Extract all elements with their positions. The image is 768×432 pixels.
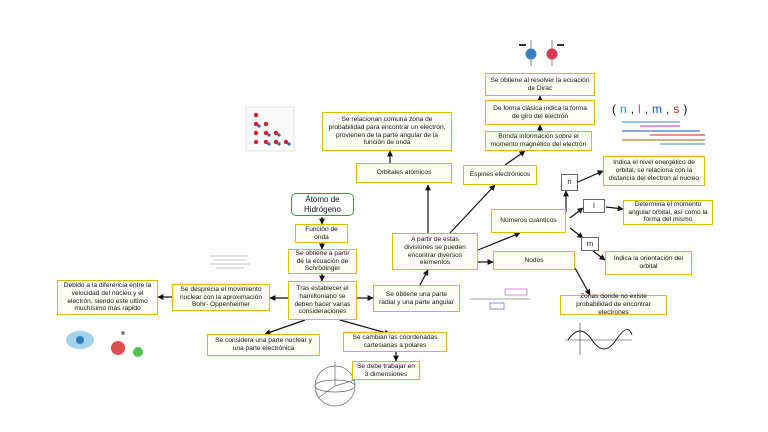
node-brinda: Brinda información sobre el momento magn… bbox=[485, 131, 592, 151]
radial-angular-equation-image bbox=[470, 288, 530, 310]
quantum-paren-close: ) bbox=[683, 102, 688, 116]
quantum-sep-2: , bbox=[644, 102, 649, 116]
arrow-divisiones-espines bbox=[449, 184, 496, 234]
node-n-desc: Indica el nivel energético de orbital, s… bbox=[603, 156, 705, 186]
hamiltonian-equation-image bbox=[210, 255, 250, 269]
node-title: Átomo de Hidrógeno bbox=[291, 193, 354, 216]
node-debido: Debido a la diferencia entre la velocida… bbox=[57, 280, 158, 315]
node-m: m bbox=[581, 237, 599, 251]
node-m-desc: Indica la orientación del orbital bbox=[605, 251, 692, 275]
arrow-n-desc bbox=[577, 170, 604, 183]
node-zona-probabilidad: Se relacionan comuna zona de probabilida… bbox=[322, 112, 452, 151]
quantum-numbers-energy-bars bbox=[622, 121, 705, 145]
wave-node-graph-image bbox=[565, 323, 633, 355]
node-consideraciones: Tras establecer el hamiltoniano se deben… bbox=[288, 281, 357, 320]
node-zonas-no-existe: Zonas donde no existe probabilidad de en… bbox=[560, 293, 667, 316]
node-parte-radial: Se obtiene una parte radial y una parte … bbox=[373, 285, 460, 312]
arrow-nodos-zonas bbox=[574, 267, 591, 296]
node-espines: Espines electrónicos bbox=[463, 165, 537, 185]
node-funcion-onda: Función de onda bbox=[295, 224, 348, 243]
node-dirac: Se obtiene al resolver la ecuación de Di… bbox=[485, 73, 595, 96]
arrow-m-desc bbox=[592, 250, 606, 261]
arrow-numeros-m bbox=[569, 227, 584, 239]
arrow-numeros-l bbox=[569, 207, 584, 219]
quantum-n-symbol: n bbox=[620, 102, 627, 116]
node-schrodinger: Se obtiene a partir de la ecuación de Sc… bbox=[288, 249, 357, 274]
node-desprecia: Se desprecia el movimiento nuclear con l… bbox=[172, 284, 270, 311]
quantum-sep-3: , bbox=[666, 102, 670, 116]
quantum-sep-1: , bbox=[630, 102, 635, 116]
quantum-numbers-formula: ( n , l , m , s ) bbox=[612, 100, 712, 118]
orbital-shapes-image bbox=[245, 106, 295, 152]
nucleus-electron-image bbox=[66, 331, 143, 357]
electron-spin-image bbox=[519, 40, 564, 66]
node-forma-clasica: De forma clásica indica la forma de giro… bbox=[485, 100, 595, 125]
quantum-s-symbol: s bbox=[673, 102, 680, 116]
node-divisiones: A partir de estas divisiones se pueden e… bbox=[392, 233, 478, 270]
node-considera-nuclear: Se considera una parte nuclear y una par… bbox=[207, 334, 320, 356]
node-tres-dimensiones: Se debe trabajar en 3 dimensiones bbox=[352, 361, 420, 380]
spherical-coordinates-image bbox=[314, 362, 356, 407]
quantum-m-symbol: m bbox=[652, 102, 663, 116]
node-n: n bbox=[561, 174, 578, 191]
node-nodos: Nodos bbox=[493, 251, 575, 270]
arrow-divisiones-numeros bbox=[477, 232, 521, 251]
node-l: l bbox=[583, 199, 605, 213]
node-l-desc: Determina el momento angular orbital, as… bbox=[623, 200, 713, 225]
arrow-consideraciones-coordenadas bbox=[339, 319, 391, 336]
quantum-l-symbol: l bbox=[638, 102, 641, 116]
arrow-radial-divisiones bbox=[419, 269, 429, 286]
node-cambian-coordenadas: Se cambian las coordenadas cartesianas a… bbox=[343, 332, 447, 352]
arrow-consideraciones-nuclear bbox=[264, 319, 306, 336]
quantum-paren-open: ( bbox=[612, 102, 616, 116]
node-numeros-cuanticos: Números cuánticos bbox=[491, 209, 566, 233]
node-orbitales: Orbitales atómicos bbox=[356, 163, 452, 183]
arrow-espines-brinda bbox=[504, 150, 526, 166]
arrow-l-desc bbox=[605, 205, 624, 212]
